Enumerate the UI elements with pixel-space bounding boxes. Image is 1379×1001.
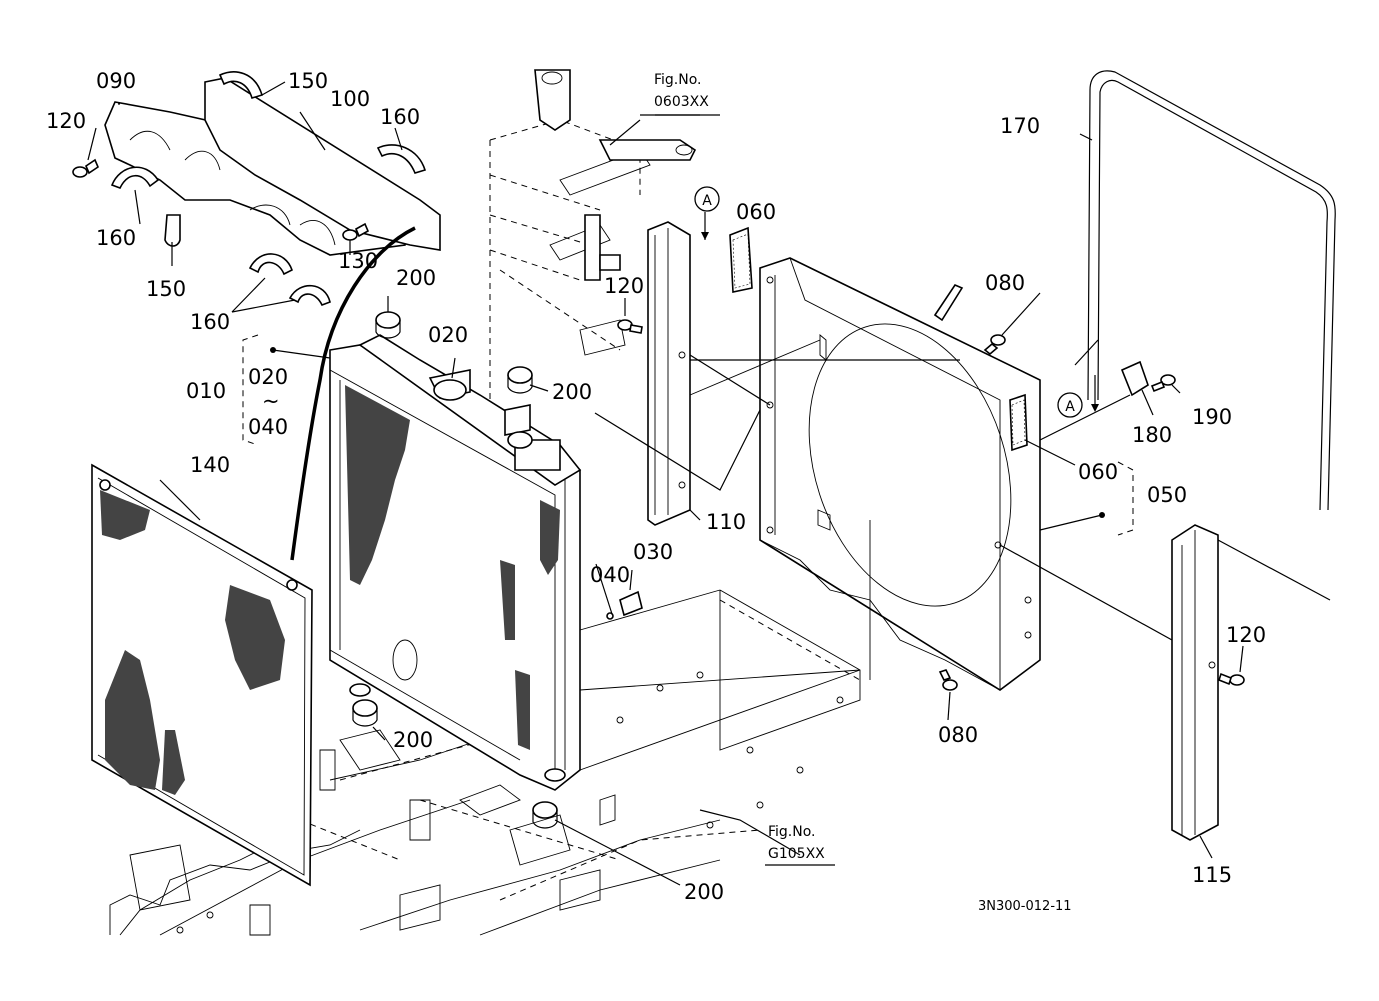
callout-160-left: 160: [96, 226, 136, 250]
callout-190: 190: [1192, 405, 1232, 429]
callout-130: 130: [338, 249, 378, 273]
callout-120-top-left: 120: [46, 109, 86, 133]
shroud-plate-100: [204, 77, 441, 251]
group-bracket-010: [242, 334, 276, 446]
rubber-mounts-200: [352, 311, 558, 829]
callout-170: 170: [1000, 114, 1040, 138]
document-code: 3N300-012-11: [978, 899, 1072, 914]
callout-060-right: 060: [1078, 460, 1118, 484]
figure-ref-top: Fig.No. 0603XX: [654, 72, 709, 110]
callout-020-range: 020: [248, 365, 288, 389]
radiator-010: [329, 334, 582, 791]
figure-ref-bottom-number: G105XX: [768, 846, 825, 862]
callout-120-right: 120: [1226, 623, 1266, 647]
chassis-frame: [109, 589, 861, 936]
ref-marker-a-top: A: [694, 186, 720, 212]
callout-030: 030: [633, 540, 673, 564]
overflow-hose: [290, 226, 416, 561]
bolts: [72, 158, 1245, 691]
callout-115: 115: [1192, 863, 1232, 887]
ref-marker-a-right-letter: A: [1065, 399, 1075, 415]
side-bracket-110: [647, 221, 691, 526]
ref-marker-a-right: A: [1057, 392, 1083, 418]
callout-180: 180: [1132, 423, 1172, 447]
callout-200-mid: 200: [552, 380, 592, 404]
figure-ref-bottom: Fig.No. G105XX: [768, 824, 825, 862]
figure-ref-top-title: Fig.No.: [654, 72, 702, 88]
labels-060: [729, 226, 1028, 452]
callout-200-top: 200: [396, 266, 436, 290]
upper-support-frame: [489, 69, 700, 560]
callout-010: 010: [186, 379, 226, 403]
callout-160-top-right: 160: [380, 105, 420, 129]
callout-200-bottom: 200: [684, 880, 724, 904]
callout-020: 020: [428, 323, 468, 347]
callout-140: 140: [190, 453, 230, 477]
drain-plug-030: [606, 590, 643, 620]
callout-150-top: 150: [288, 69, 328, 93]
callout-040: 040: [590, 563, 630, 587]
clip-180: [1120, 360, 1149, 397]
callout-080-bottom: 080: [938, 723, 978, 747]
leader-lines: [87, 81, 1331, 886]
callout-range-tilde: ~: [262, 389, 280, 413]
seal-rubbers: [110, 71, 427, 307]
figure-ref-bottom-title: Fig.No.: [768, 824, 816, 840]
callout-labels: 090 150 100 120 160 160 150 130 160 200 …: [46, 69, 1266, 904]
callout-050: 050: [1147, 483, 1187, 507]
figure-ref-top-number: 0603XX: [654, 94, 709, 110]
group-bracket-050: [1099, 461, 1134, 536]
callout-100: 100: [330, 87, 370, 111]
callout-080-top: 080: [985, 271, 1025, 295]
callout-040-range: 040: [248, 415, 288, 439]
callout-160-bottom: 160: [190, 310, 230, 334]
callout-120-mid: 120: [604, 274, 644, 298]
fan-shroud-050: [759, 257, 1041, 691]
callout-060-top: 060: [736, 200, 776, 224]
seal-strip-170: [1087, 70, 1336, 511]
callout-150-left: 150: [146, 277, 186, 301]
radiator-cap-020: [428, 369, 561, 471]
callout-110: 110: [706, 510, 746, 534]
front-screen-140: [91, 463, 313, 887]
callout-090: 090: [96, 69, 136, 93]
side-bracket-115: [1171, 524, 1219, 841]
callout-200-low: 200: [393, 728, 433, 752]
ref-marker-a-top-letter: A: [702, 193, 712, 209]
